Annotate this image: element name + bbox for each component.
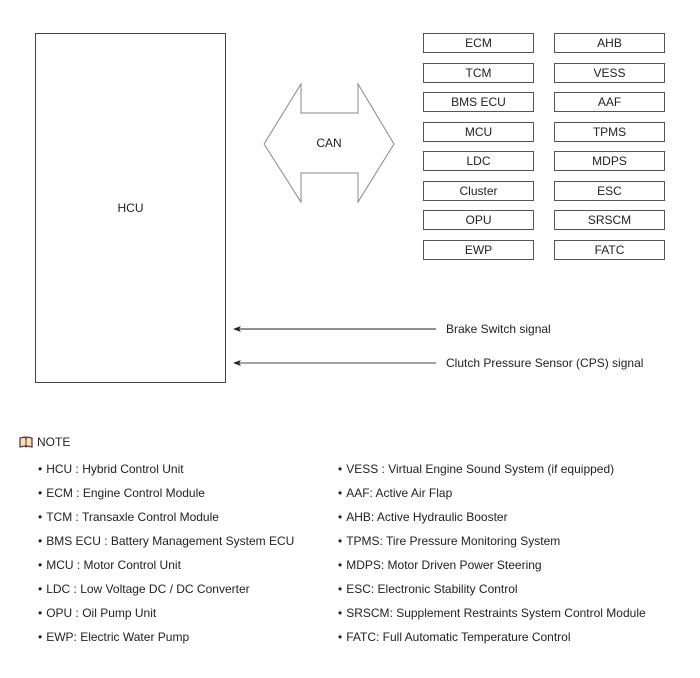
ecu-box: VESS (554, 62, 665, 83)
ecu-box: BMS ECU (423, 92, 534, 112)
ecu-box: OPU (423, 210, 534, 230)
note-list-right: VESS : Virtual Engine Sound System (if e… (338, 461, 646, 653)
note-item: VESS : Virtual Engine Sound System (if e… (338, 461, 646, 485)
ecu-box: LDC (423, 151, 534, 171)
ecu-box: MDPS (554, 151, 665, 171)
note-item: ESC: Electronic Stability Control (338, 581, 646, 605)
note-item: AHB: Active Hydraulic Booster (338, 509, 646, 533)
note-item: MDPS: Motor Driven Power Steering (338, 557, 646, 581)
can-label: CAN (316, 136, 342, 150)
note-item: TPMS: Tire Pressure Monitoring System (338, 533, 646, 557)
note-item: BMS ECU : Battery Management System ECU (38, 533, 294, 557)
ecu-box: AHB (554, 33, 665, 53)
hcu-label: HCU (117, 201, 144, 215)
ecu-box: EWP (423, 239, 534, 260)
note-item: LDC : Low Voltage DC / DC Converter (38, 581, 294, 605)
cps-arrow (233, 360, 436, 366)
note-item: MCU : Motor Control Unit (38, 557, 294, 581)
note-item: TCM : Transaxle Control Module (38, 509, 294, 533)
note-item: EWP: Electric Water Pump (38, 629, 294, 653)
note-item: ECM : Engine Control Module (38, 485, 294, 509)
note-title: NOTE (37, 435, 71, 449)
book-icon (19, 436, 33, 448)
cps-signal-label: Clutch Pressure Sensor (CPS) signal (446, 356, 644, 370)
note-item: AAF: Active Air Flap (338, 485, 646, 509)
ecu-box: Cluster (423, 180, 534, 201)
ecu-box: ECM (423, 33, 534, 53)
signal-arrows (233, 326, 436, 366)
note-header: NOTE (19, 435, 70, 449)
brake-switch-arrow (233, 326, 436, 332)
ecu-box: MCU (423, 121, 534, 142)
ecu-box: FATC (554, 239, 665, 260)
note-item: FATC: Full Automatic Temperature Control (338, 629, 646, 653)
ecu-box: TPMS (554, 121, 665, 142)
ecu-box: SRSCM (554, 210, 665, 230)
note-item: OPU : Oil Pump Unit (38, 605, 294, 629)
ecu-box: ESC (554, 180, 665, 201)
note-item: SRSCM: Supplement Restraints System Cont… (338, 605, 645, 629)
brake-switch-signal-label: Brake Switch signal (446, 322, 551, 336)
ecu-box: AAF (554, 92, 665, 112)
hcu-block (35, 33, 226, 383)
ecu-box: TCM (423, 62, 534, 83)
can-bus-double-arrow (263, 83, 395, 204)
note-item: HCU : Hybrid Control Unit (38, 461, 294, 485)
note-list-left: HCU : Hybrid Control UnitECM : Engine Co… (38, 461, 294, 653)
